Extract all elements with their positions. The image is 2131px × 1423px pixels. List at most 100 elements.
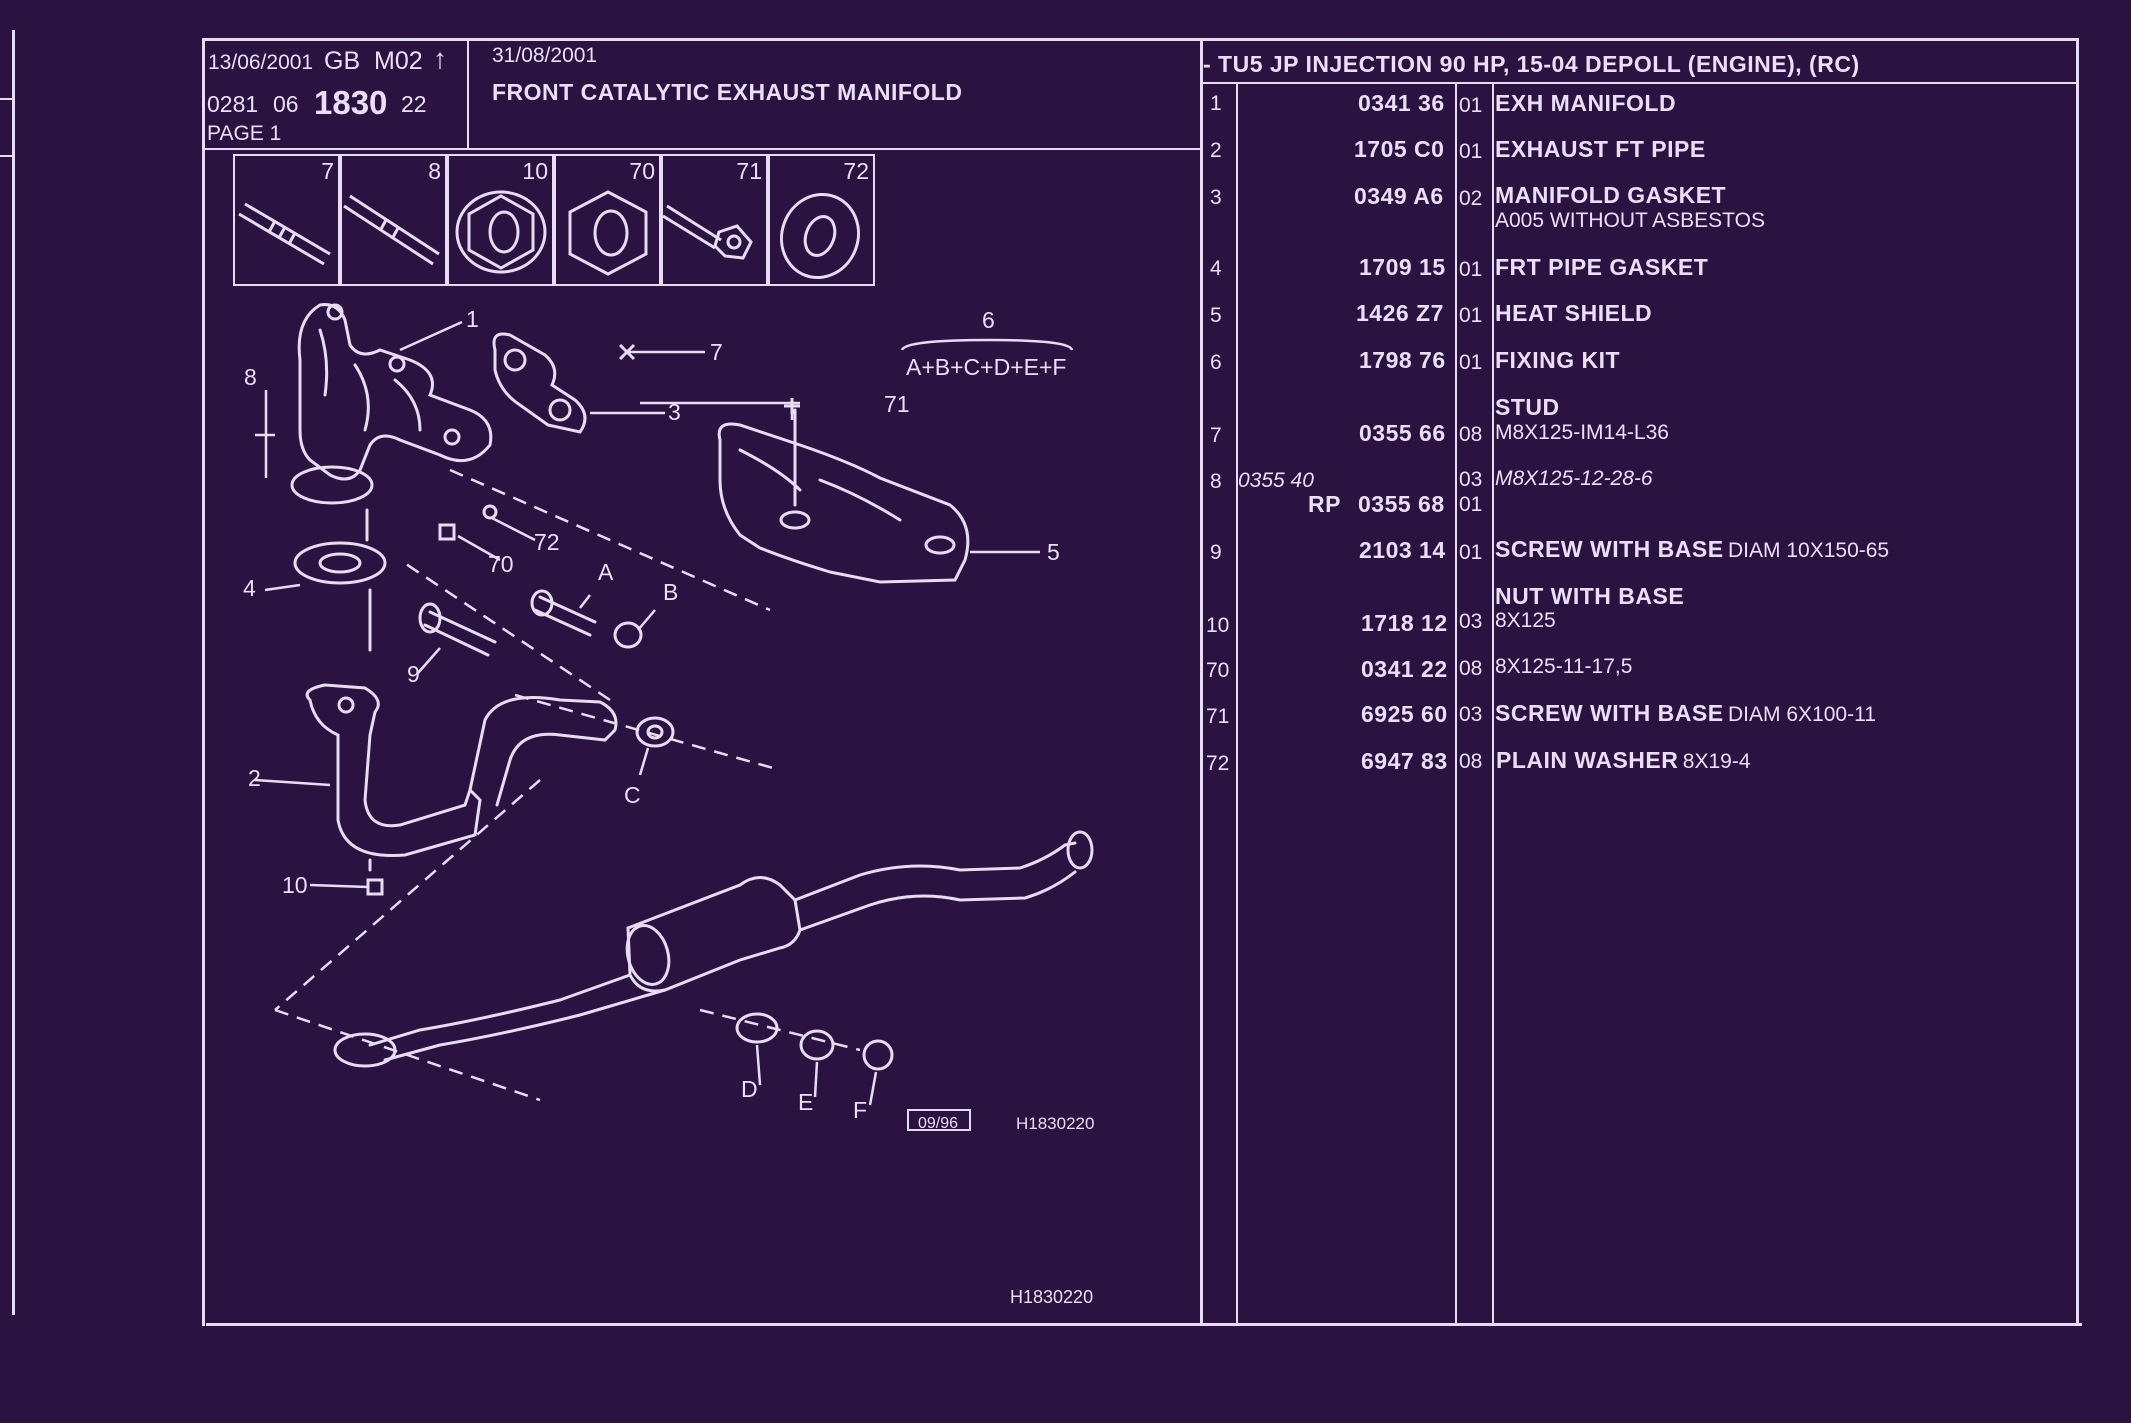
item-number: 2 xyxy=(1210,139,1222,162)
part-reference: 1798 76 xyxy=(1359,347,1446,373)
quantity: 01 xyxy=(1459,94,1483,117)
part-name: NUT WITH BASE xyxy=(1495,583,1685,609)
part-spec: M8X125-IM14-L36 xyxy=(1495,421,1669,444)
part-spec: A005 WITHOUT ASBESTOS xyxy=(1495,209,1765,232)
print-date: 13/06/2001 xyxy=(208,51,314,74)
nut-icon xyxy=(568,190,648,276)
item-number: 7 xyxy=(1210,424,1222,447)
drawing-code: H1830220 xyxy=(1016,1114,1094,1133)
callout-7: 7 xyxy=(710,339,723,365)
callout-F: F xyxy=(853,1097,867,1123)
left-edge-tick xyxy=(0,155,14,157)
part-reference: 1718 12 xyxy=(1361,610,1448,636)
washer-icon xyxy=(780,192,860,280)
part-reference: 0341 36 xyxy=(1358,90,1445,116)
header-divider xyxy=(467,40,469,148)
ref-main: 1830 xyxy=(314,84,388,121)
part-name: SCREW WITH BASE xyxy=(1495,700,1724,726)
sheet-left-border xyxy=(202,38,205,1326)
callout-9: 9 xyxy=(407,661,420,687)
item-number: 1 xyxy=(1210,92,1222,115)
sheet-top-border xyxy=(202,38,2078,41)
item-number: 9 xyxy=(1210,541,1222,564)
item-number: 8 xyxy=(1210,470,1222,493)
screw-icon xyxy=(662,204,753,260)
stamp-box xyxy=(907,1109,971,1131)
part-description: SCREW WITH BASE DIAM 6X100-11 xyxy=(1495,700,1876,726)
item-number: 5 xyxy=(1210,304,1222,327)
up-arrow-icon: ↑ xyxy=(433,43,447,74)
pipe-gasket-part xyxy=(293,541,387,585)
manifold-flange xyxy=(290,465,374,505)
stud-icon xyxy=(343,194,440,266)
model-code: M02 xyxy=(374,47,423,75)
col-line-qty xyxy=(1492,84,1494,1323)
quantity: 01 xyxy=(1459,493,1483,516)
edition-date: 31/08/2001 xyxy=(492,44,598,67)
part-reference: 1705 C0 xyxy=(1354,136,1445,162)
manifold-runner xyxy=(318,328,422,432)
quantity: 08 xyxy=(1459,423,1483,446)
part-reference: 6925 60 xyxy=(1361,701,1448,727)
manifold-part xyxy=(297,303,493,481)
item-number: 4 xyxy=(1210,257,1222,280)
part-reference: 0349 A6 xyxy=(1354,183,1444,209)
thumbnail-stud-8: 8 xyxy=(340,154,447,286)
part-reference: 0355 66 xyxy=(1359,420,1446,446)
thumbnail-nut-10: 10 xyxy=(447,154,554,286)
part-reference: 0341 22 xyxy=(1361,656,1448,682)
sheet-right-border xyxy=(2076,38,2079,1323)
callout-72: 72 xyxy=(534,529,560,555)
diagram-table-divider xyxy=(1200,40,1203,1323)
header-bottom-line xyxy=(204,148,1200,150)
part-spec: 8X125-11-17,5 xyxy=(1495,655,1633,678)
replacement-marker: RP xyxy=(1308,491,1341,517)
callout-labels: 1 2 3 4 5 6 7 8 9 10 70 71 72 A B C D E … xyxy=(243,306,1066,1123)
ref-prefix: 0281 xyxy=(207,91,259,117)
callout-2: 2 xyxy=(248,765,261,791)
thumbnail-label: 70 xyxy=(629,158,655,184)
col-line-ref xyxy=(1455,84,1457,1323)
part-name: SCREW WITH BASE xyxy=(1495,536,1724,562)
part-reference: 6947 83 xyxy=(1361,748,1448,774)
footer-code: H1830220 xyxy=(1010,1287,1093,1307)
nut-part-B xyxy=(613,621,643,649)
part-spec: 8X125 xyxy=(1495,609,1556,632)
callout-B: B xyxy=(663,579,678,605)
old-quantity: 03 xyxy=(1459,468,1483,491)
engine-description: - TU5 JP INJECTION 90 HP, 15-04 DEPOLL (… xyxy=(1203,51,1860,77)
part-name: STUD xyxy=(1495,394,1560,420)
thumbnail-stud-7: 7 xyxy=(233,154,340,286)
callout-5: 5 xyxy=(1047,539,1060,565)
nut-part-F xyxy=(862,1039,894,1071)
old-part-spec: M8X125-12-28-6 xyxy=(1495,467,1653,490)
cross-markers xyxy=(618,343,800,414)
part-reference: 2103 14 xyxy=(1359,537,1446,563)
quantity: 01 xyxy=(1459,541,1483,564)
left-edge-tick xyxy=(0,98,14,100)
part-name: MANIFOLD GASKET xyxy=(1495,182,1727,208)
quantity: 03 xyxy=(1459,703,1483,726)
ref-mid: 06 xyxy=(273,91,299,117)
ref-suffix: 22 xyxy=(401,91,427,117)
callout-70: 70 xyxy=(488,551,514,577)
stamp-date: 09/96 xyxy=(918,1115,958,1132)
part-name: FRT PIPE GASKET xyxy=(1495,254,1709,280)
thumbnail-label: 8 xyxy=(428,158,441,184)
quantity: 03 xyxy=(1459,610,1483,633)
callout-1: 1 xyxy=(466,306,479,332)
quantity: 01 xyxy=(1459,140,1483,163)
heat-shield-part xyxy=(717,422,970,584)
col-line-item xyxy=(1236,84,1238,1323)
item-number: 71 xyxy=(1206,705,1230,728)
item-number: 10 xyxy=(1206,614,1230,637)
manifold-gasket-part xyxy=(492,332,587,434)
screw-part-9 xyxy=(423,610,497,657)
quantity: 01 xyxy=(1459,258,1483,281)
washer-part-E xyxy=(799,1029,835,1061)
callout-10: 10 xyxy=(282,872,308,898)
callout-4: 4 xyxy=(243,575,256,601)
item-number: 72 xyxy=(1206,752,1230,775)
part-spec: 8X19-4 xyxy=(1682,750,1751,773)
callout-6: 6 xyxy=(982,307,995,333)
